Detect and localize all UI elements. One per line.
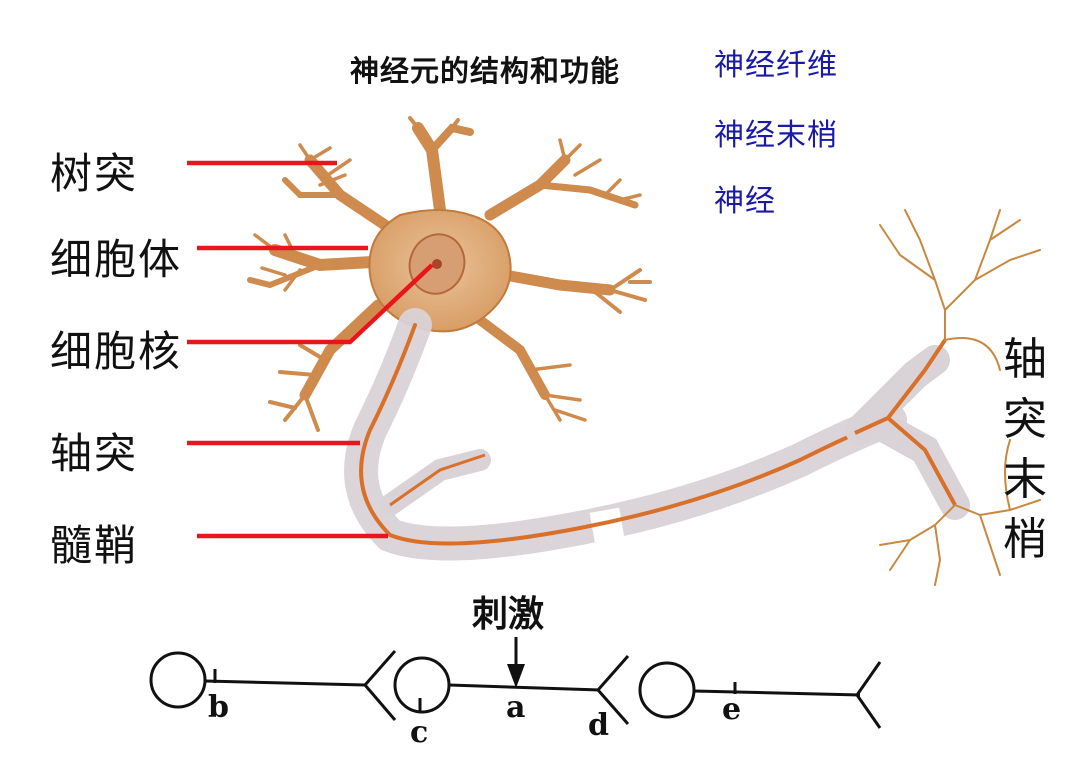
term-nerve: 神经 — [714, 184, 776, 219]
term-nerve-ending: 神经末梢 — [714, 118, 838, 153]
reflex-arc-diagram — [149, 637, 882, 729]
label-cell-body: 细胞体 — [50, 235, 183, 284]
label-myelin: 髓鞘 — [50, 521, 139, 570]
label-axon: 轴突 — [50, 429, 139, 478]
point-a: a — [506, 690, 526, 725]
axon-terminals — [879, 209, 1041, 586]
diagram-title: 神经元的结构和功能 — [350, 54, 621, 88]
label-nucleus: 细胞核 — [50, 327, 183, 376]
point-b: b — [208, 690, 229, 725]
point-c: c — [410, 715, 429, 750]
stimulus-label: 刺激 — [472, 594, 545, 635]
term-nerve-fiber: 神经纤维 — [714, 48, 838, 83]
point-e: e — [722, 692, 742, 727]
leader-lines — [187, 160, 434, 539]
leader-nucleus — [187, 263, 434, 345]
label-axon-terminal: 轴突末梢 — [1003, 334, 1047, 565]
stimulus-arrow-head — [507, 664, 525, 688]
point-d: d — [588, 708, 609, 743]
dendrites — [247, 116, 652, 432]
label-dendrite: 树突 — [50, 149, 139, 198]
